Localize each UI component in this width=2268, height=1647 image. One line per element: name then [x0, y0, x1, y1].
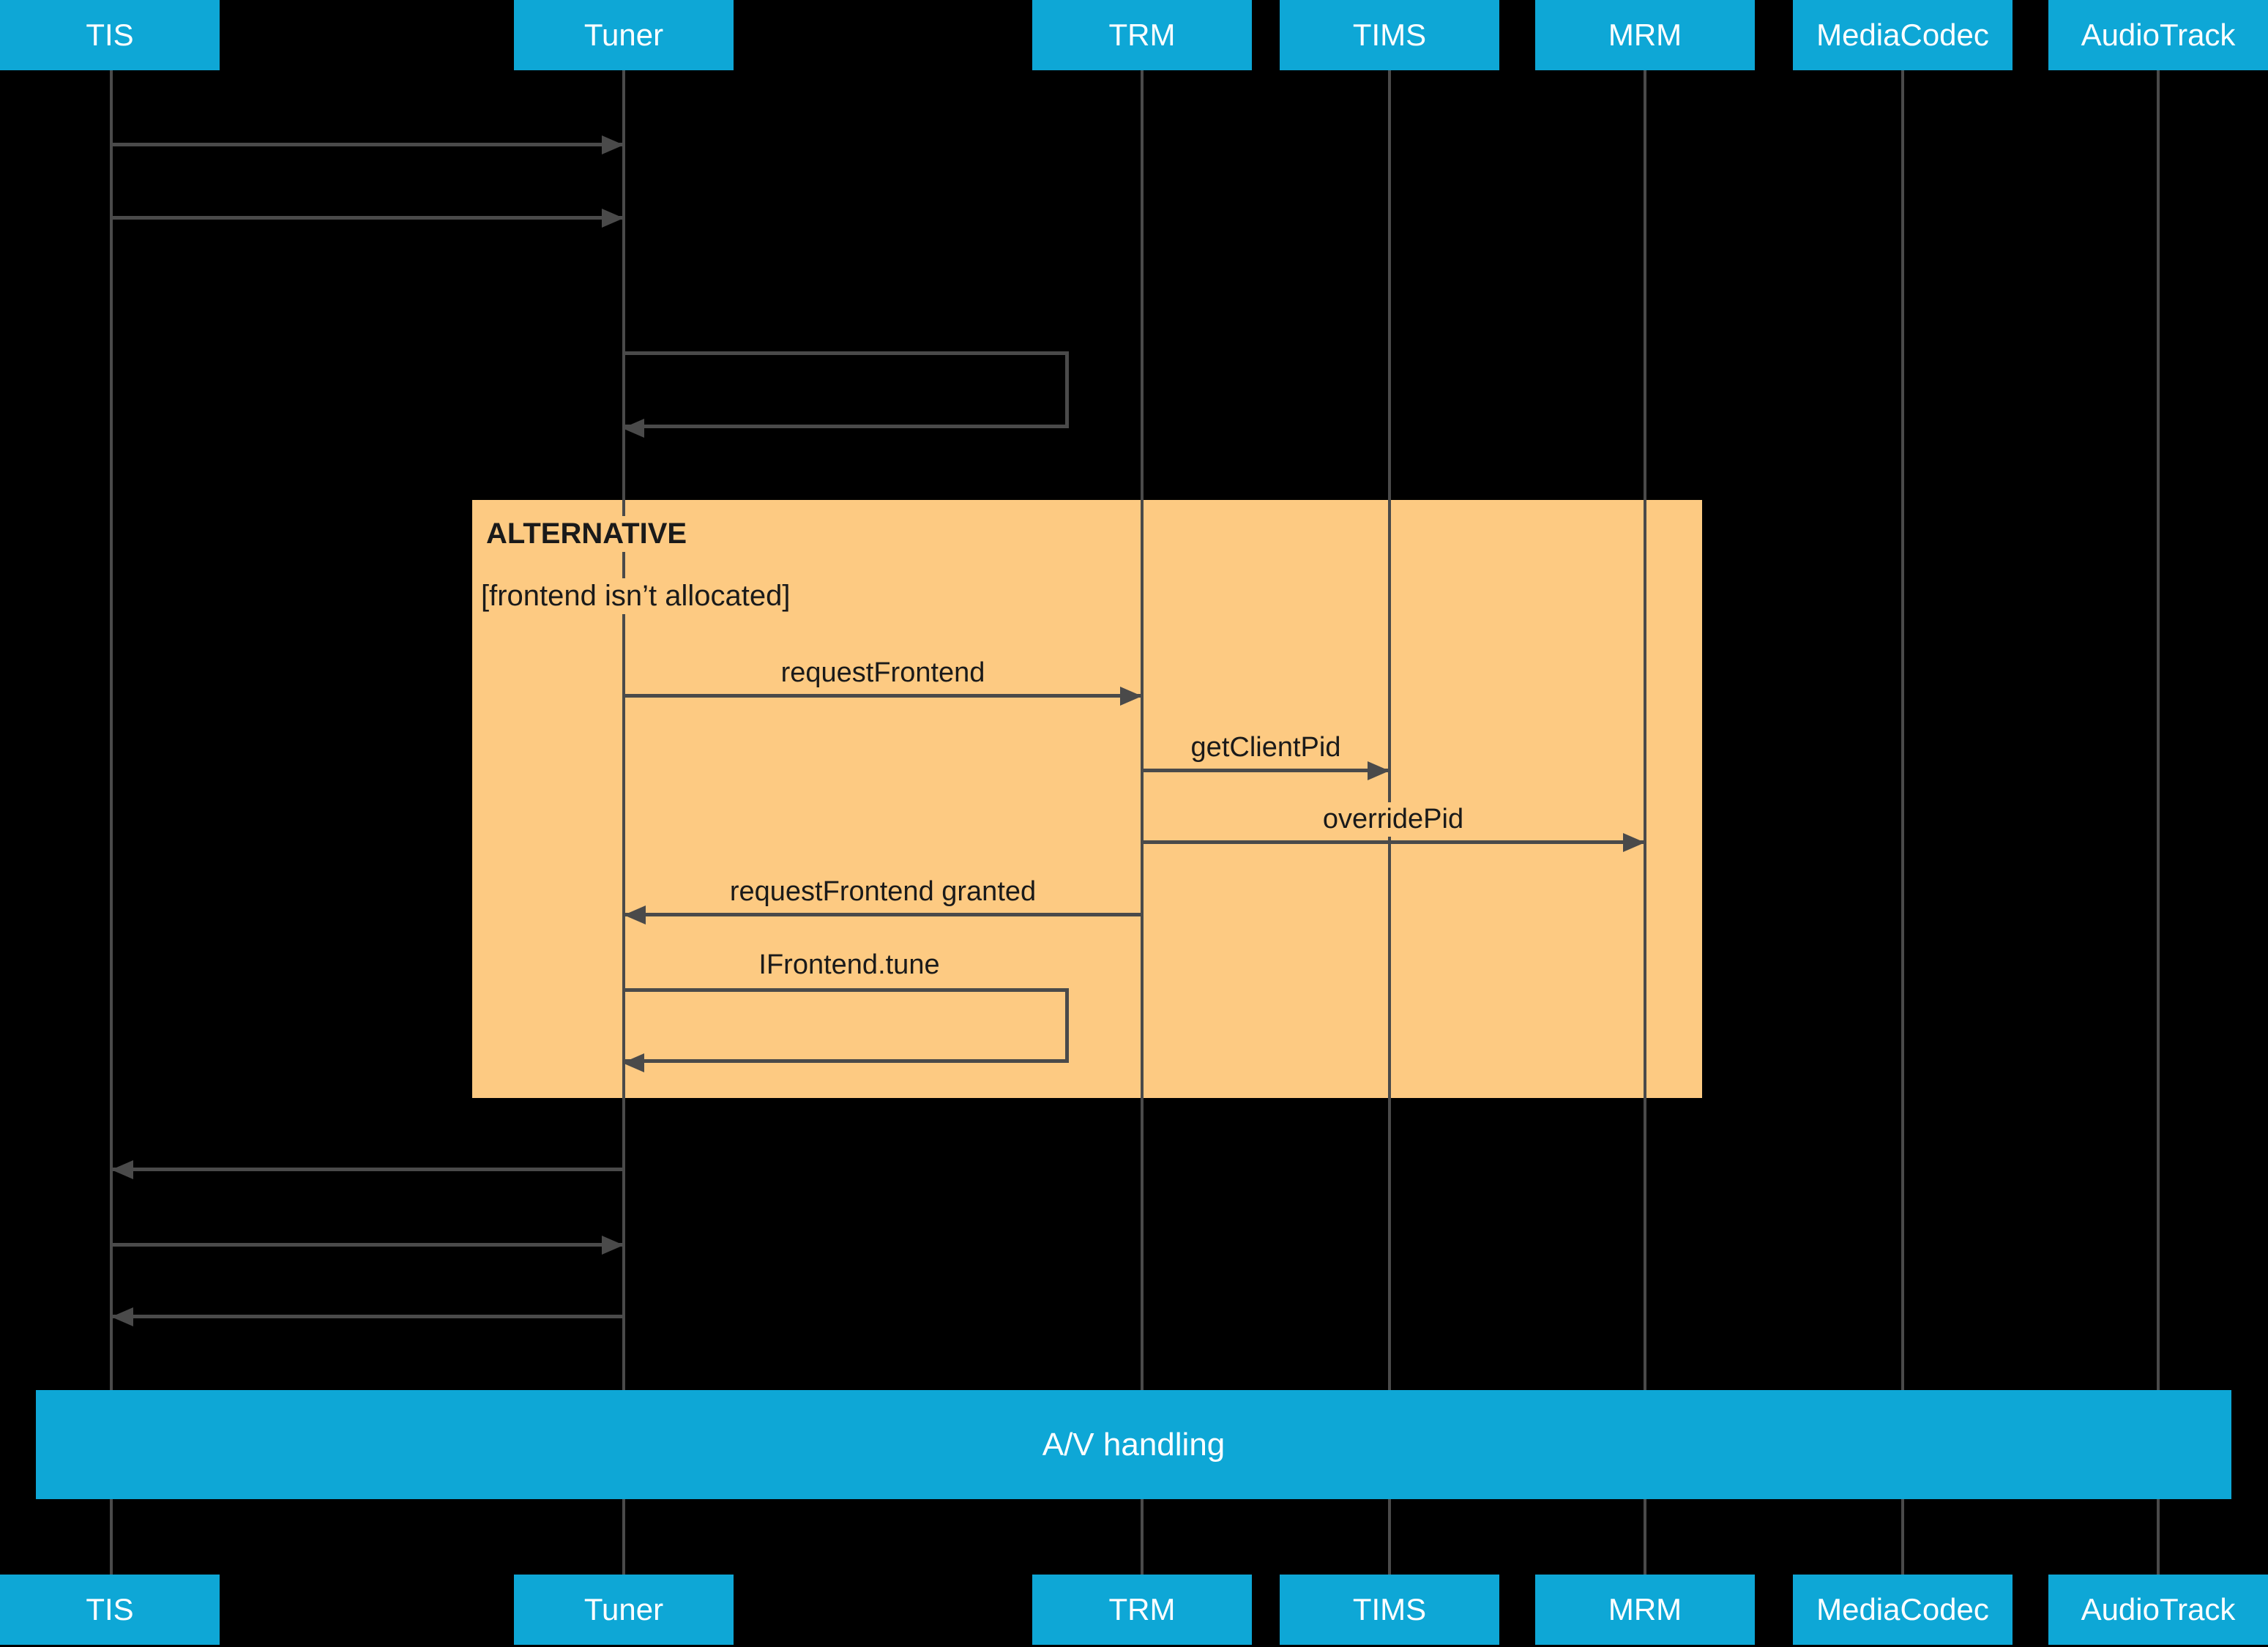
self-call-tuner-1 [622, 351, 1069, 438]
message-arrow-tuner-to-tis-2 [111, 1307, 624, 1326]
message-arrow-tis-to-tuner-3 [111, 1236, 624, 1255]
actor-label: TIS [86, 1592, 134, 1627]
actor-top-tims: TIMS [1280, 0, 1499, 70]
actor-label: TRM [1108, 1592, 1176, 1627]
actor-bottom-trm: TRM [1032, 1575, 1252, 1645]
message-arrow-getclientpid [1142, 761, 1389, 780]
message-arrow-tuner-to-tis-1 [111, 1160, 624, 1179]
actor-bottom-tis: TIS [0, 1575, 220, 1645]
message-arrow-requestfrontend [624, 687, 1142, 706]
actor-label: TIS [86, 18, 134, 52]
message-label-getclientpid: getClientPid [1183, 731, 1349, 765]
lifeline-mrm [1644, 66, 1646, 1581]
actor-label: Tuner [583, 18, 664, 52]
message-label-overridepid: overridePid [1315, 802, 1471, 837]
message-label-ifrontend-tune: IFrontend.tune [751, 948, 947, 982]
actor-label: MRM [1608, 1592, 1682, 1627]
actor-bottom-tims: TIMS [1280, 1575, 1499, 1645]
actor-label: TIMS [1352, 1592, 1427, 1627]
actor-bottom-mediacodec: MediaCodec [1793, 1575, 2013, 1645]
actor-bottom-audiotrack: AudioTrack [2048, 1575, 2268, 1645]
message-label-requestfrontend: requestFrontend [773, 656, 993, 690]
lifeline-tis [110, 66, 113, 1581]
message-label-requestfrontend-granted: requestFrontend granted [722, 875, 1044, 909]
message-arrow-overridepid [1142, 833, 1645, 852]
actor-bottom-mrm: MRM [1535, 1575, 1755, 1645]
lifeline-tuner [622, 66, 625, 1581]
message-arrow-requestfrontend-granted [624, 905, 1142, 925]
actor-label: AudioTrack [2081, 18, 2236, 52]
actor-top-mrm: MRM [1535, 0, 1755, 70]
message-arrow-tis-to-tuner-2 [111, 209, 624, 228]
self-call-ifrontend-tune [622, 988, 1069, 1072]
actor-label: Tuner [583, 1592, 664, 1627]
actor-label: AudioTrack [2081, 1592, 2236, 1627]
alt-fragment-title: ALTERNATIVE [486, 516, 693, 552]
actor-label: MRM [1608, 18, 1682, 52]
av-handling-label: A/V handling [1042, 1426, 1226, 1463]
lifeline-mediacodec [1901, 66, 1904, 1581]
message-arrow-tis-to-tuner-1 [111, 135, 624, 154]
actor-label: MediaCodec [1816, 18, 1989, 52]
actor-label: TRM [1108, 18, 1176, 52]
actor-top-trm: TRM [1032, 0, 1252, 70]
actor-top-tuner: Tuner [514, 0, 734, 70]
actor-bottom-tuner: Tuner [514, 1575, 734, 1645]
lifeline-trm [1141, 66, 1144, 1581]
lifeline-audiotrack [2157, 66, 2160, 1581]
actor-top-mediacodec: MediaCodec [1793, 0, 2013, 70]
actor-label: MediaCodec [1816, 1592, 1989, 1627]
av-handling-bar: A/V handling [36, 1390, 2231, 1499]
alt-fragment-guard: [frontend isn’t allocated] [481, 578, 797, 614]
actor-top-tis: TIS [0, 0, 220, 70]
actor-top-audiotrack: AudioTrack [2048, 0, 2268, 70]
actor-label: TIMS [1352, 18, 1427, 52]
